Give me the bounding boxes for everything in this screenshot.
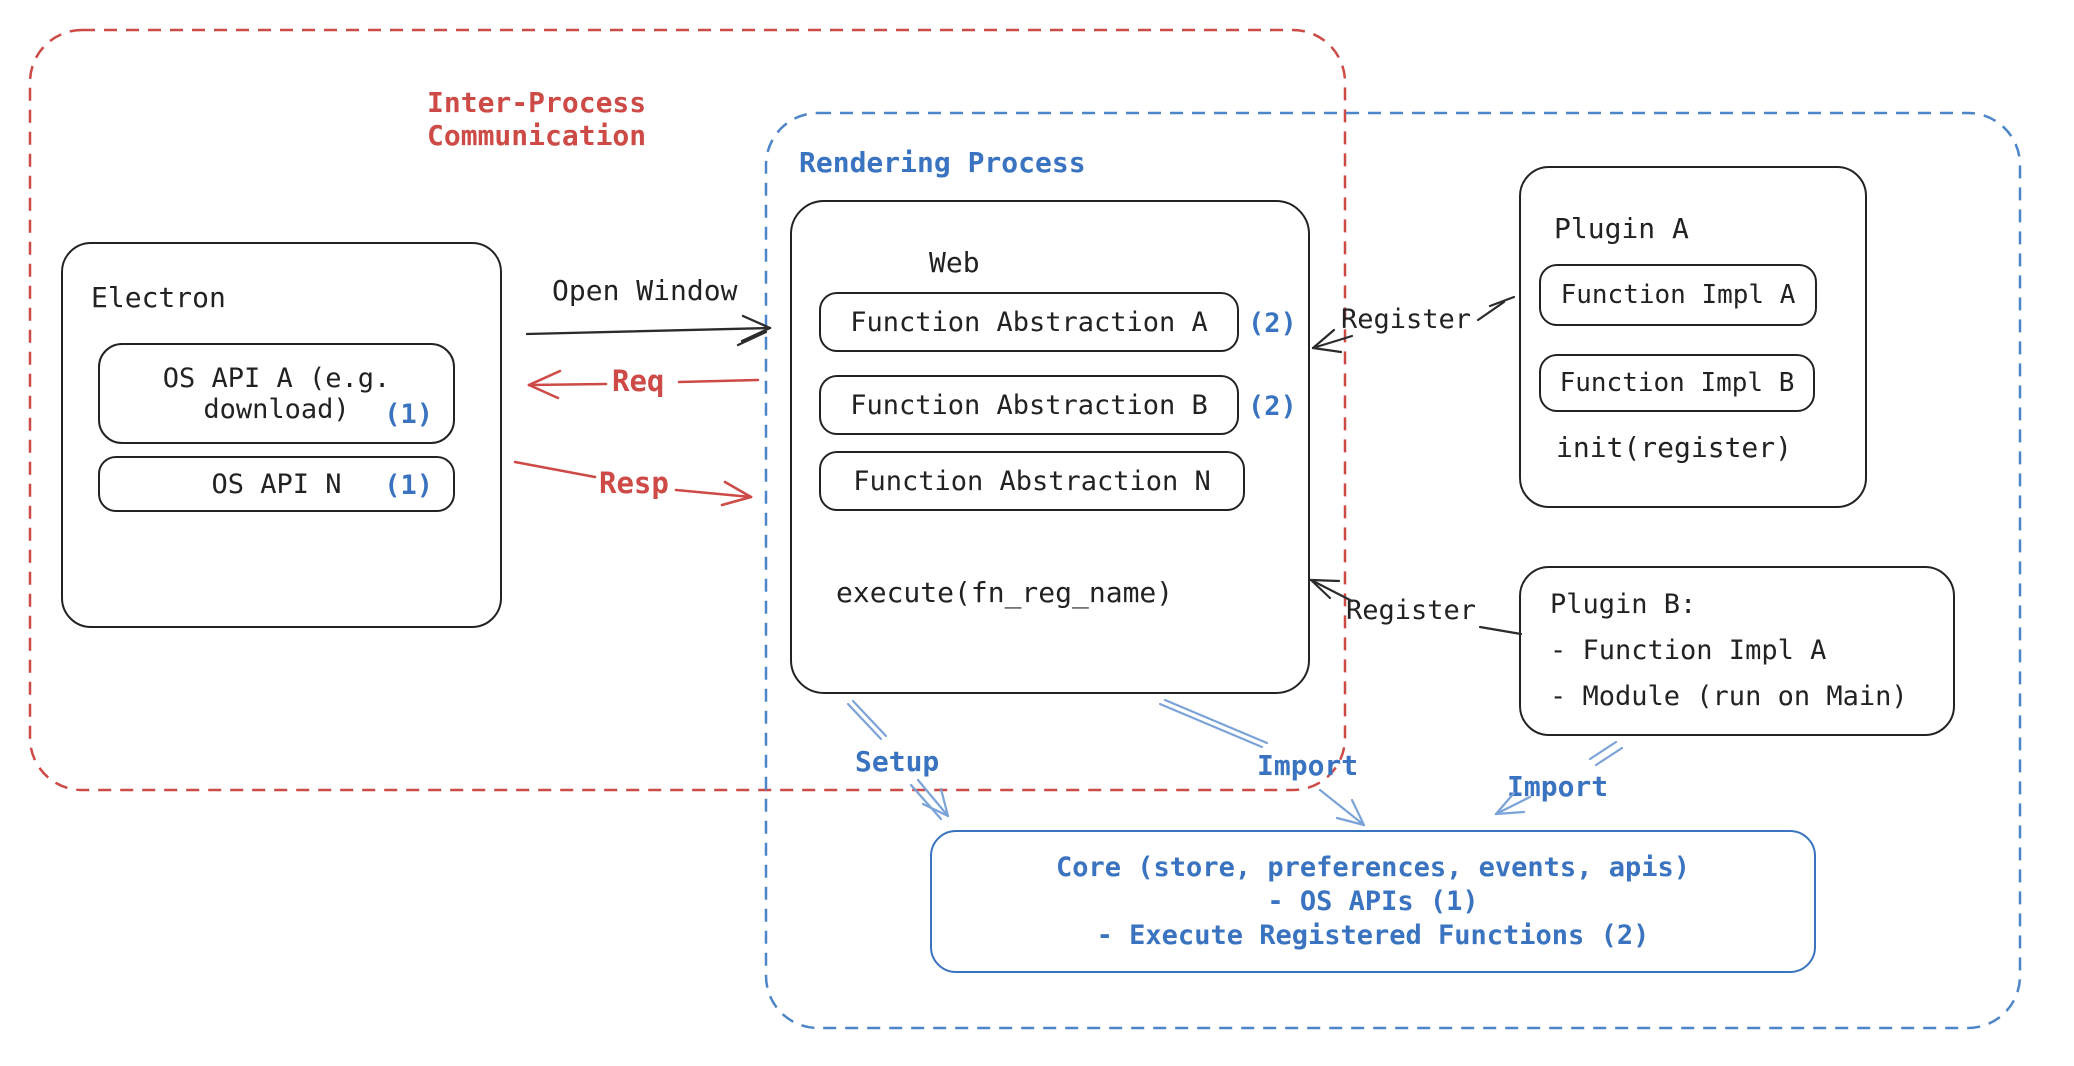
os-api-n-label: OS API N (211, 468, 342, 500)
os-api-n-badge: (1) (384, 470, 433, 501)
web-title: Web (929, 246, 980, 279)
os-api-a-box: OS API A (e.g. download) (1) (98, 343, 455, 444)
plugin-a-box (1519, 166, 1867, 508)
core-line3: - Execute Registered Functions (2) (1096, 919, 1650, 951)
execute-label: execute(fn_reg_name) (836, 576, 1174, 609)
os-api-a-badge: (1) (384, 399, 433, 430)
ipc-label-line1: Inter-Process (427, 86, 647, 119)
os-api-a-line2: download) (203, 393, 350, 425)
core-box: Core (store, preferences, events, apis) … (930, 830, 1816, 973)
core-line1: Core (store, preferences, events, apis) (1056, 851, 1690, 883)
function-impl-a-box: Function Impl A (1539, 264, 1817, 326)
plugin-b-item1: - Function Impl A (1550, 635, 1827, 666)
init-register-label: init(register) (1556, 431, 1793, 464)
register-a-label: Register (1341, 304, 1472, 335)
core-line2: - OS APIs (1) (1267, 885, 1479, 917)
function-abstraction-a-label: Function Abstraction A (850, 306, 1208, 338)
plugin-b-box (1519, 566, 1955, 736)
function-abstraction-a-badge: (2) (1248, 308, 1297, 339)
web-box (790, 200, 1310, 694)
resp-label: Resp (599, 466, 669, 500)
open-window-arrow (525, 314, 772, 347)
import-plugin-label: Import (1507, 770, 1609, 803)
setup-label: Setup (855, 745, 940, 778)
function-abstraction-n-box: Function Abstraction N (819, 451, 1245, 511)
function-abstraction-a-box: Function Abstraction A (819, 292, 1239, 352)
function-impl-a-label: Function Impl A (1560, 280, 1796, 310)
register-b-label: Register (1346, 595, 1477, 626)
req-label: Req (612, 364, 665, 398)
plugin-a-title: Plugin A (1554, 212, 1689, 245)
plugin-b-text: Plugin B: - Function Impl A - Module (run … (1550, 582, 1908, 720)
function-abstraction-n-label: Function Abstraction N (853, 465, 1211, 497)
function-abstraction-b-badge: (2) (1248, 391, 1297, 422)
electron-title: Electron (91, 281, 226, 314)
function-abstraction-b-label: Function Abstraction B (850, 389, 1208, 421)
ipc-label-line2: Communication (427, 119, 647, 152)
function-abstraction-b-box: Function Abstraction B (819, 375, 1239, 435)
import-web-label: Import (1257, 749, 1359, 782)
os-api-n-box: OS API N (1) (98, 456, 455, 512)
open-window-label: Open Window (552, 274, 738, 307)
plugin-b-item2: - Module (run on Main) (1550, 681, 1908, 712)
function-impl-b-label: Function Impl B (1559, 368, 1795, 398)
rendering-region-label: Rendering Process (799, 146, 1086, 179)
plugin-b-title: Plugin B: (1550, 589, 1697, 620)
os-api-a-line1: OS API A (e.g. (162, 362, 391, 394)
function-impl-b-box: Function Impl B (1539, 354, 1815, 412)
